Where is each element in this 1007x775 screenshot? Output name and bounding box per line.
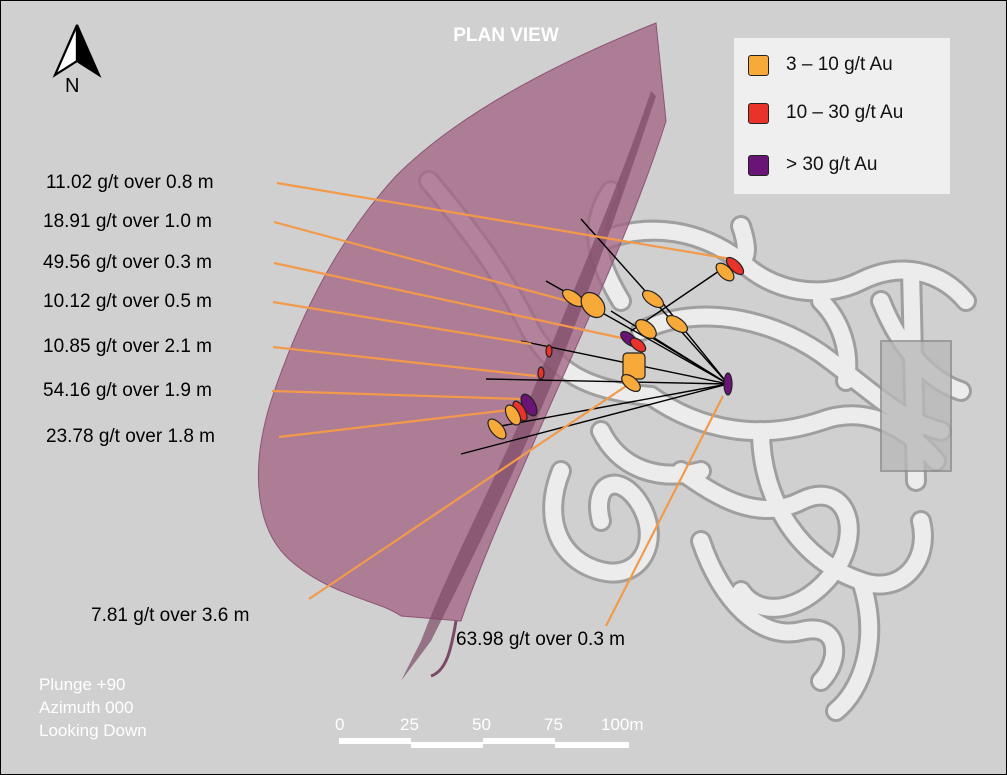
intercept-marker <box>723 372 733 396</box>
assay-intercepts <box>487 256 745 440</box>
scale-tick-label: 25 <box>400 715 419 734</box>
legend-item: > 30 g/t Au <box>748 150 877 180</box>
callout-label: 49.56 g/t over 0.3 m <box>43 252 212 273</box>
legend: 3 – 10 g/t Au 10 – 30 g/t Au > 30 g/t Au <box>734 38 950 194</box>
intercept-marker <box>641 289 665 309</box>
north-label: N <box>65 75 80 97</box>
intercept-marker <box>715 262 735 282</box>
intercept-marker <box>580 291 606 319</box>
north-arrow-icon <box>52 24 102 78</box>
view-orientation: Plunge +90 Azimuth 000 Looking Down <box>39 673 147 742</box>
scale-tick-label: 100m <box>601 715 644 734</box>
intercept-marker <box>504 404 522 426</box>
figure-title: PLAN VIEW <box>453 25 559 46</box>
callout-label: 11.02 g/t over 0.8 m <box>46 172 214 193</box>
looking-label: Looking Down <box>39 721 147 740</box>
scale-tick-label: 0 <box>335 715 345 734</box>
legend-label: > 30 g/t Au <box>786 154 878 175</box>
callout-label: 18.91 g/t over 1.0 m <box>43 211 212 232</box>
callout-label: 23.78 g/t over 1.8 m <box>46 426 215 447</box>
intercept-marker <box>665 314 689 334</box>
azimuth-label: Azimuth 000 <box>39 698 134 717</box>
legend-swatch <box>748 154 769 176</box>
scale-tick-label: 75 <box>544 715 563 734</box>
legend-label: 3 – 10 g/t Au <box>786 54 893 75</box>
scale-tick-label: 50 <box>472 715 491 734</box>
legend-swatch <box>748 54 769 76</box>
intercept-marker <box>545 344 553 358</box>
plunge-label: Plunge +90 <box>39 675 126 694</box>
callout-label: 7.81 g/t over 3.6 m <box>91 605 250 626</box>
intercept-marker <box>621 373 641 393</box>
vein-surface <box>257 22 667 681</box>
callout-label: 54.16 g/t over 1.9 m <box>43 380 212 401</box>
intercept-marker <box>635 319 657 339</box>
intercept-marker <box>487 418 507 440</box>
callout-label: 63.98 g/t over 0.3 m <box>456 629 625 650</box>
legend-item: 10 – 30 g/t Au <box>748 98 903 128</box>
callout-leaders <box>271 181 732 627</box>
callout-label: 10.85 g/t over 2.1 m <box>43 336 212 357</box>
legend-label: 10 – 30 g/t Au <box>786 102 904 123</box>
scale-bar <box>339 738 629 748</box>
legend-item: 3 – 10 g/t Au <box>748 50 893 80</box>
intercept-marker <box>629 337 647 353</box>
callout-label: 10.12 g/t over 0.5 m <box>43 291 212 312</box>
legend-swatch <box>748 102 769 124</box>
intercept-marker <box>537 366 545 380</box>
